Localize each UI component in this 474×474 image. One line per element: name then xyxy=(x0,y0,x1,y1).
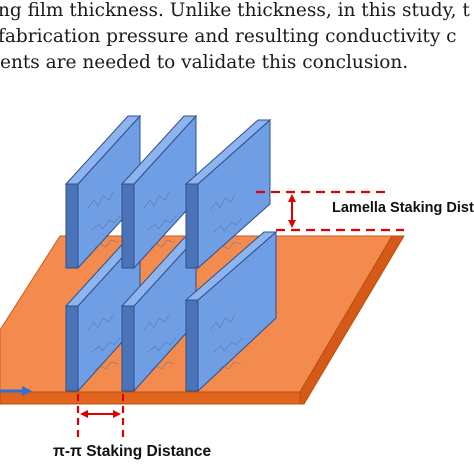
plate-bottom-2 xyxy=(120,236,198,393)
plate-bottom-1 xyxy=(64,236,142,393)
substrate-right-edge xyxy=(299,235,405,405)
paragraph-line: fabrication pressure and resulting condu… xyxy=(0,26,457,47)
plate-top-3 xyxy=(184,118,272,270)
plate-top-1 xyxy=(64,114,142,270)
plate-bottom-3 xyxy=(184,230,278,393)
lamella-dimension xyxy=(256,190,404,232)
plate-top-2 xyxy=(120,114,198,270)
lamella-stacking-label: Lamella Staking Dista xyxy=(332,200,474,216)
pi-stacking-label: π-π Staking Distance xyxy=(53,443,212,460)
paragraph-line: ng film thickness. Unlike thickness, in … xyxy=(0,0,470,21)
pi-pi-dimension xyxy=(76,394,125,440)
substrate-front-edge xyxy=(0,391,301,405)
paragraph-excerpt: ng film thickness. Unlike thickness, in … xyxy=(0,0,474,80)
paragraph-line: ents are needed to validate this conclus… xyxy=(0,52,409,73)
